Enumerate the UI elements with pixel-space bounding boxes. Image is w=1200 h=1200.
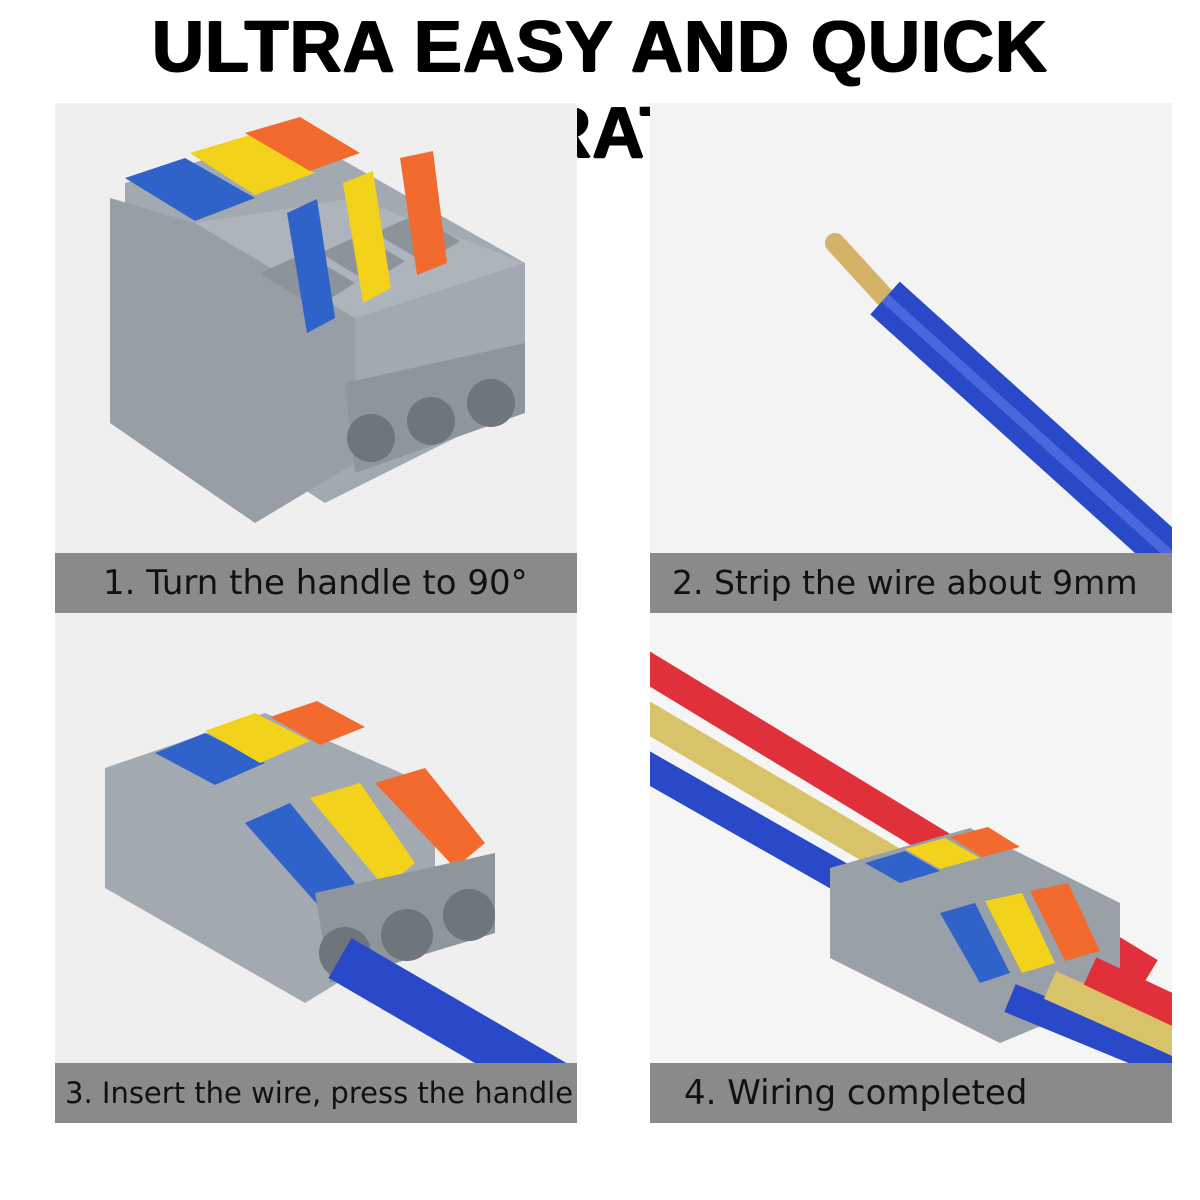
step-2-panel: 2. Strip the wire about 9mm: [650, 103, 1172, 613]
step-4-panel: 4. Wiring completed: [650, 613, 1172, 1123]
step-2-caption: 2. Strip the wire about 9mm: [650, 553, 1172, 613]
step-3-caption: 3. Insert the wire, press the handle: [55, 1063, 577, 1123]
connector-wire-inserted-illustration: [105, 701, 567, 1063]
step-1-caption: 1. Turn the handle to 90°: [55, 553, 577, 613]
step-4-caption: 4. Wiring completed: [650, 1063, 1172, 1123]
stripped-wire-illustration: [825, 233, 1172, 553]
step-3-panel: 3. Insert the wire, press the handle: [55, 613, 577, 1123]
connector-wiring-completed-illustration: [650, 651, 1172, 1063]
connector-levers-open-illustration: [110, 117, 525, 523]
headline: ULTRA EASY AND QUICK OPERATION: [151, 7, 1049, 173]
step-1-panel: 1. Turn the handle to 90°: [55, 103, 577, 613]
